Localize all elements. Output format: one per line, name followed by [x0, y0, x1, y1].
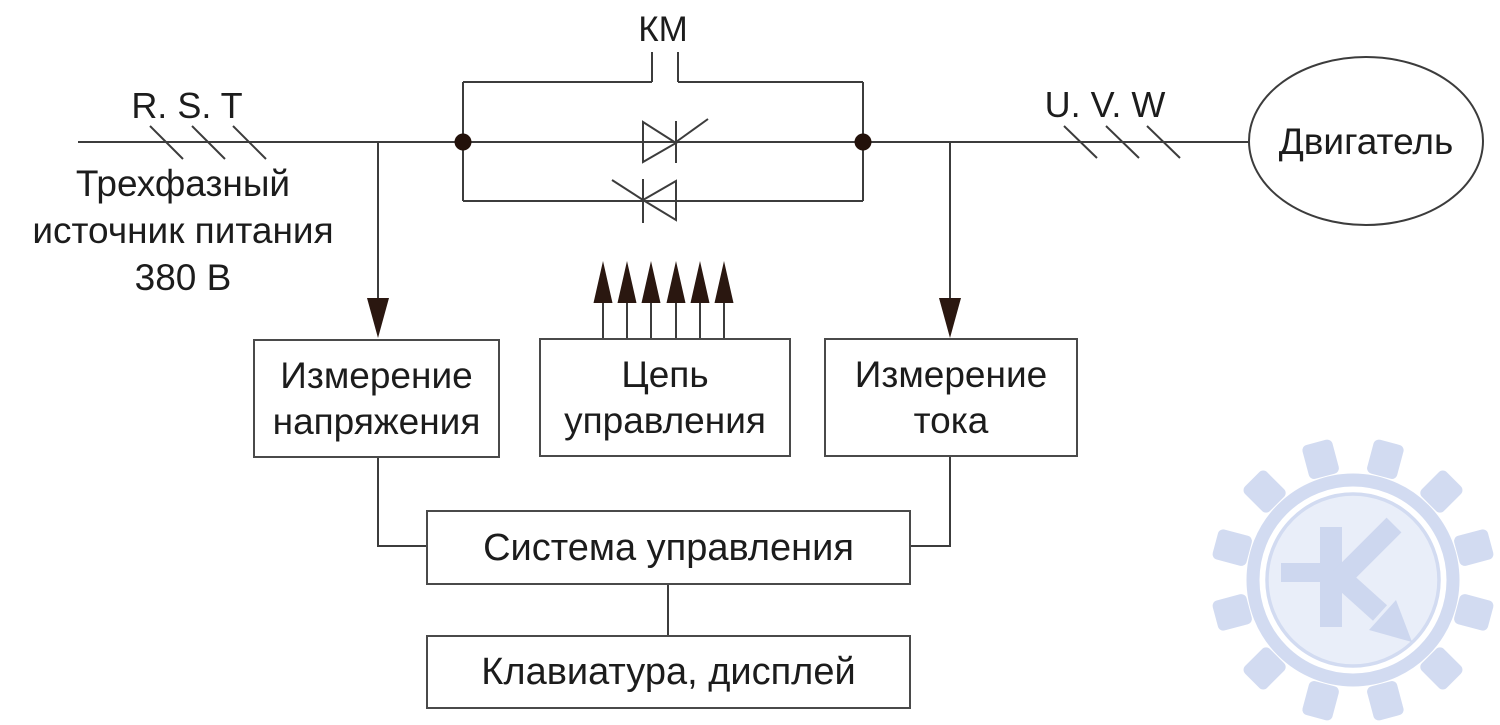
k-arrow-glyph-icon — [1281, 517, 1412, 642]
rst-label: R. S. T — [131, 85, 243, 126]
control-system-label: Система управления — [483, 526, 854, 569]
rst-phase-break-marks — [149, 125, 267, 160]
bypass-contactor-loop — [462, 52, 864, 202]
current-measurement-line1: Измерение — [854, 353, 1048, 395]
motor-label: Двигатель — [1278, 120, 1454, 162]
control-circuit-line2: управления — [564, 399, 766, 441]
source-label-line1: Трехфазный — [75, 163, 291, 204]
uvw-phase-break-marks — [1063, 125, 1181, 159]
uvw-label: U. V. W — [1044, 84, 1166, 125]
current-measurement-line2: тока — [913, 399, 989, 441]
source-label-line3: 380 В — [134, 257, 232, 298]
control-circuit-line1: Цепь — [621, 353, 709, 395]
control-system-box: Система управления — [426, 510, 911, 585]
thyristor-lower-icon — [611, 179, 677, 223]
voltage-measurement-box: Измерение напряжения — [253, 339, 500, 458]
up-arrow-icon — [617, 261, 637, 303]
keyboard-display-label: Клавиатура, дисплей — [481, 651, 856, 693]
motor-ellipse — [1248, 56, 1484, 226]
junction-dots — [454, 133, 872, 151]
down-arrow-icon — [939, 298, 961, 338]
junction-dot-right — [854, 133, 872, 151]
source-label-line2: источник питания — [32, 210, 334, 251]
down-arrow-icon — [367, 298, 389, 338]
km-label: КМ — [638, 10, 688, 49]
control-circuit-box: Цепь управления — [539, 338, 791, 457]
up-arrow-icon — [666, 261, 686, 303]
current-tap-line — [939, 142, 961, 338]
up-arrow-icon — [690, 261, 710, 303]
gear-arrow-k-logo-watermark-icon — [1209, 436, 1497, 724]
measurement-to-system-connectors — [377, 456, 951, 636]
thyristor-upper-icon — [642, 118, 709, 164]
up-arrow-icon — [641, 261, 661, 303]
gate-firing-arrows — [593, 261, 734, 339]
source-label: Трехфазный источник питания 380 В — [5, 160, 361, 301]
voltage-measurement-line1: Измерение — [280, 354, 473, 396]
up-arrow-icon — [593, 261, 613, 303]
voltage-tap-line — [367, 142, 389, 338]
up-arrow-icon — [714, 261, 734, 303]
keyboard-display-box: Клавиатура, дисплей — [426, 635, 911, 709]
junction-dot-left — [454, 133, 472, 151]
current-measurement-box: Измерение тока — [824, 338, 1078, 457]
voltage-measurement-line2: напряжения — [272, 400, 481, 442]
